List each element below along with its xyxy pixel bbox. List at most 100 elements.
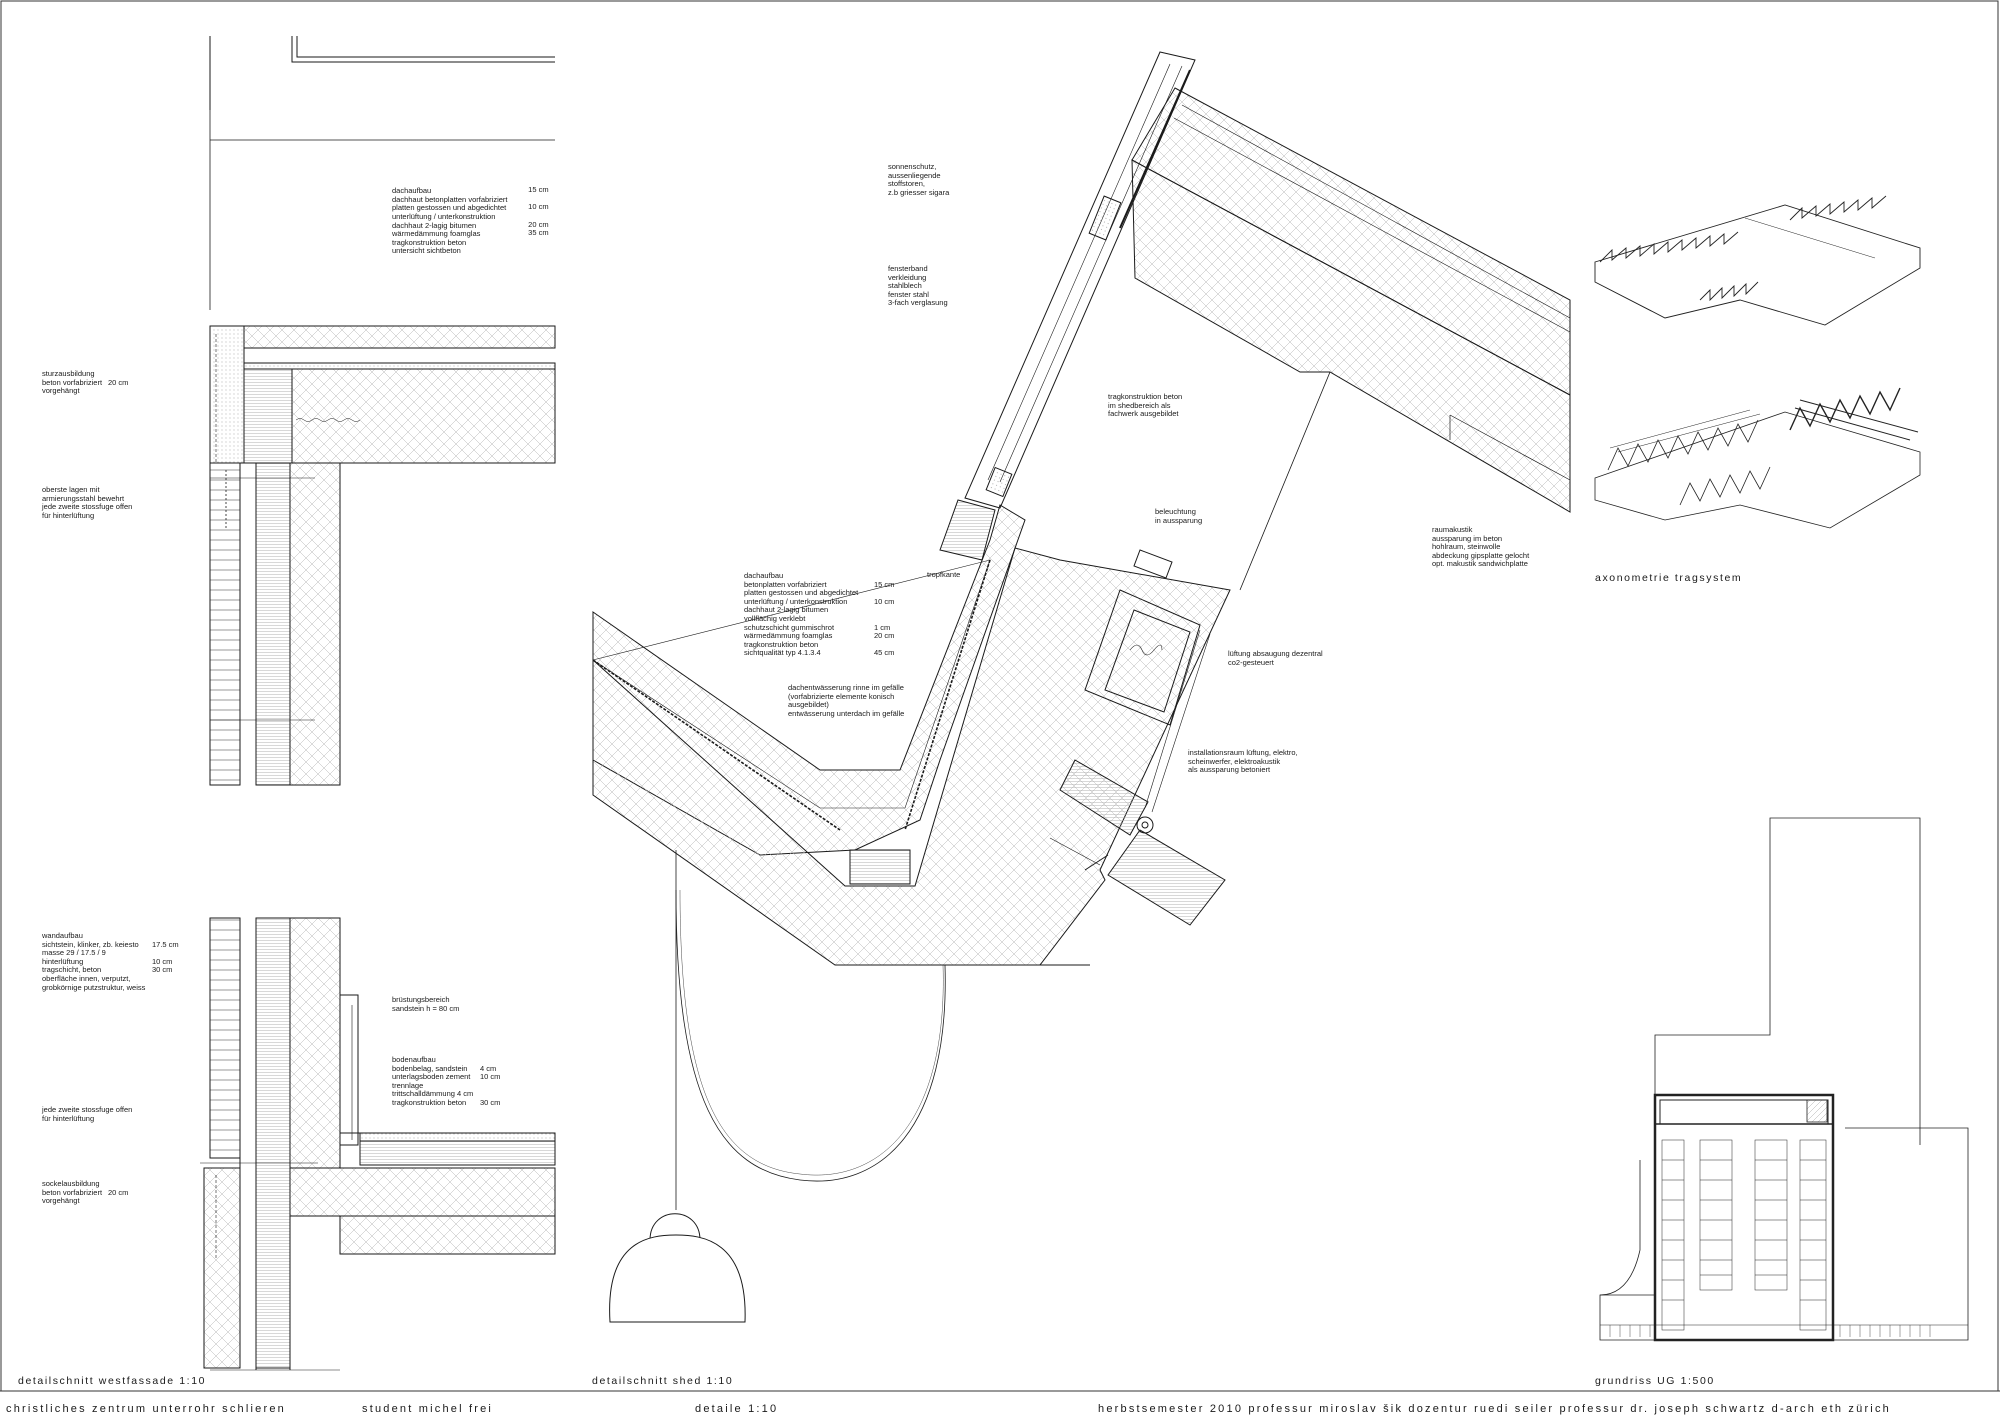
note-line: masse 29 / 17.5 / 9 xyxy=(42,948,106,958)
note-line: stoffstoren, xyxy=(888,179,925,189)
note-line: entwässerung unterdach im gefälle xyxy=(788,708,905,718)
note-line: abdeckung gipsplatte gelocht xyxy=(1432,550,1530,560)
note-line: scheinwerfer, elektroakustik xyxy=(1188,756,1281,766)
note-line: jede zweite stossfuge offen xyxy=(42,1105,133,1114)
note-line: brüstungsbereich xyxy=(392,995,450,1004)
note-tropfkante: tropfkante xyxy=(927,570,961,580)
note-line: sichtqualität typ 4.1.3.4 xyxy=(744,648,821,658)
note-line: platten gestossen und abgedichtet xyxy=(744,588,859,598)
note-value: 17.5 cm xyxy=(152,939,179,949)
note-line: oberste lagen mit xyxy=(42,485,100,494)
note-value: 45 cm xyxy=(874,648,895,658)
note-line: vorgehängt xyxy=(42,386,80,396)
note-line: raumakustik xyxy=(1432,525,1473,534)
note-line: 3-fach verglasung xyxy=(888,298,948,308)
note-line: sandstein h = 80 cm xyxy=(392,1003,460,1013)
note-value: 35 cm xyxy=(528,228,549,238)
floor-plan xyxy=(1599,817,1969,1342)
note-line: bodenbelag, sandstein xyxy=(392,1063,468,1073)
note-line: schutzschicht gummischrot xyxy=(744,622,835,632)
shed-section xyxy=(592,51,1571,1323)
note-line: platten gestossen und abgedichtet xyxy=(392,203,507,213)
axonometry-roof xyxy=(1594,195,1921,326)
note-line: stahlblech xyxy=(888,281,922,291)
note-line: (vorfabrizierte elemente konisch xyxy=(788,691,895,701)
note-value: 30 cm xyxy=(480,1098,501,1107)
note-line: dachaufbau xyxy=(392,186,432,196)
note-value: 20 cm xyxy=(108,1187,129,1197)
footer-detail: detaile 1:10 xyxy=(695,1403,779,1415)
note-line: hinterlüftung xyxy=(42,956,84,966)
note-value: 10 cm xyxy=(480,1072,501,1082)
note-value: 30 cm xyxy=(152,965,173,975)
footer-semester: herbstsemester 2010 professur miroslav š… xyxy=(1098,1403,1891,1415)
note-line: lüftung absaugung dezentral xyxy=(1228,649,1323,658)
note-line: sichtstein, klinker, zb. keiesto xyxy=(42,939,139,949)
note-line: wärmedämmung foamglas xyxy=(392,229,481,239)
note-line: beton vorfabriziert xyxy=(42,1187,103,1197)
note-installationsraum: installationsraum lüftung, elektro,schei… xyxy=(1188,748,1298,775)
note-line: vollflächig verklebt xyxy=(744,613,806,623)
note-value: 15 cm xyxy=(528,185,549,195)
footer-project: christliches zentrum unterrohr schlieren xyxy=(6,1403,286,1415)
note-line: untersicht sichtbeton xyxy=(392,246,461,256)
note-line: tropfkante xyxy=(927,570,961,579)
note-line: tragschicht, beton xyxy=(42,965,102,975)
note-line: unterlagsboden zement xyxy=(392,1072,471,1082)
note-line: für hinterlüftung xyxy=(42,510,95,520)
note-line: verkleidung xyxy=(888,272,927,282)
note-dachentwaesserung: dachentwässerung rinne im gefälle(vorfab… xyxy=(788,683,905,718)
caption-axonometrie: axonometrie tragsystem xyxy=(1595,572,1743,584)
note-line: dachaufbau xyxy=(744,571,784,580)
note-value: 10 cm xyxy=(528,202,549,212)
note-line: dachentwässerung rinne im gefälle xyxy=(788,683,904,692)
caption-grundriss: grundriss UG 1:500 xyxy=(1595,1375,1715,1387)
note-line: armierungsstahl bewehrt xyxy=(42,493,125,503)
note-line: jede zweite stossfuge offen xyxy=(42,502,133,512)
note-line: beleuchtung xyxy=(1155,507,1196,516)
note-line: aussparung im beton xyxy=(1432,533,1503,543)
note-value: 4 cm xyxy=(480,1063,497,1073)
note-value: 20 cm xyxy=(528,219,549,229)
note-line: co2-gesteuert xyxy=(1228,657,1274,667)
note-line: unterlüftung / unterkonstruktion xyxy=(392,211,496,221)
note-line: hohlraum, steinwolle xyxy=(1432,542,1501,552)
west-facade-section xyxy=(200,36,556,1371)
note-line: betonplatten vorfabriziert xyxy=(744,579,827,589)
note-line: dachhaut 2-lagig bitumen xyxy=(744,605,829,615)
note-line: sonnenschutz, xyxy=(888,162,937,171)
note-line: trennlage xyxy=(392,1080,424,1090)
note-line: unterlüftung / unterkonstruktion xyxy=(744,596,848,606)
note-line: ausgebildet) xyxy=(788,700,829,710)
note-line: tragkonstruktion beton xyxy=(744,639,819,649)
note-line: sockelausbildung xyxy=(42,1179,100,1188)
caption-shed: detailschnitt shed 1:10 xyxy=(592,1375,734,1387)
note-line: z.b griesser sigara xyxy=(888,187,950,197)
note-line: fachwerk ausgebildet xyxy=(1108,409,1179,419)
note-line: aussenliegende xyxy=(888,170,941,180)
note-line: wandaufbau xyxy=(42,931,83,940)
note-line: oberfläche innen, verputzt, xyxy=(42,973,131,983)
note-value: 10 cm xyxy=(152,956,173,966)
note-line: in aussparung xyxy=(1155,515,1203,525)
axonometry-structure xyxy=(1594,387,1921,529)
note-line: tragkonstruktion beton xyxy=(392,237,467,247)
note-line: für hinterlüftung xyxy=(42,1113,95,1123)
note-value: 20 cm xyxy=(874,631,895,641)
note-value: 1 cm xyxy=(874,622,891,632)
note-line: dachhaut betonplatten vorfabriziert xyxy=(392,194,508,204)
